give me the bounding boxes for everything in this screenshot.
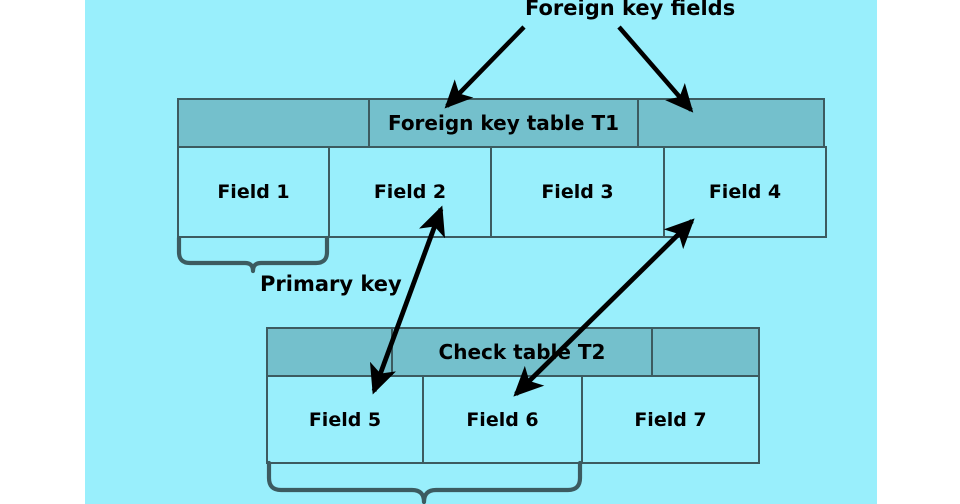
t1-header-right-blank [637,98,825,148]
t1-header-row: Foreign key table T1 [177,98,827,148]
t1-header-title: Foreign key table T1 [368,98,639,148]
t1-field-row: Field 1 Field 2 Field 3 Field 4 [177,146,827,238]
t1-field-1: Field 1 [177,146,330,238]
t1-field-4: Field 4 [663,146,827,238]
t2-field-6: Field 6 [422,375,583,464]
t2-header-title: Check table T2 [391,327,653,377]
t2-header-right-blank [651,327,760,377]
t1-field-2: Field 2 [328,146,492,238]
t1-field-3: Field 3 [490,146,665,238]
primary-key-label: Primary key [260,272,402,296]
t2-field-7: Field 7 [581,375,760,464]
t1-header-left-blank [177,98,370,148]
diagram-stage: Foreign key fields Foreign key table T1 … [85,0,877,504]
t2-field-row: Field 5 Field 6 Field 7 [266,375,760,464]
t2-header-row: Check table T2 [266,327,760,377]
t2-field-5: Field 5 [266,375,424,464]
foreign-key-fields-label: Foreign key fields [525,0,736,20]
t2-header-left-blank [266,327,393,377]
